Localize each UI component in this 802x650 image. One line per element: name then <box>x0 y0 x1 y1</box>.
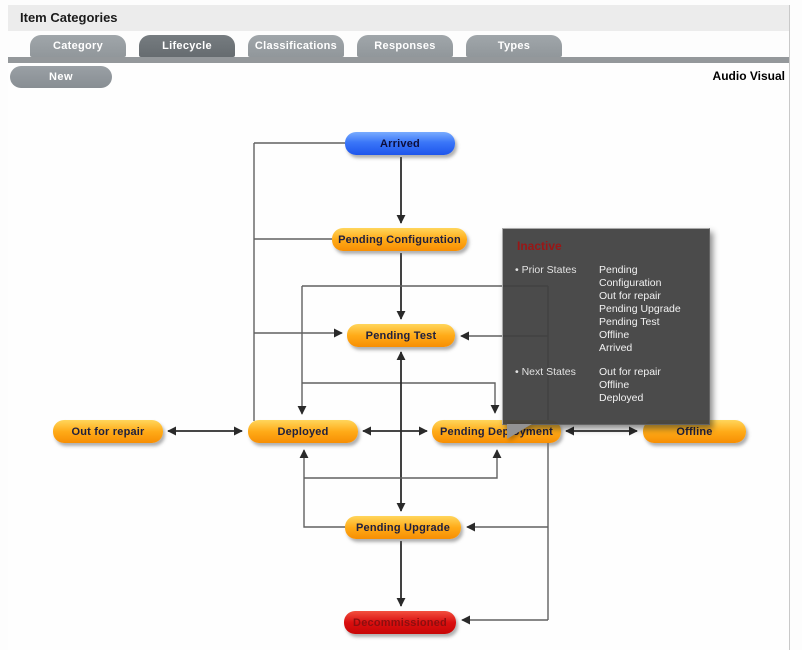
state-node-deployed[interactable]: Deployed <box>248 420 358 443</box>
state-node-arrived[interactable]: Arrived <box>345 132 455 155</box>
tooltip-state-item: Out for repair <box>599 366 661 378</box>
tooltip-title: Inactive <box>517 239 562 253</box>
tab-category[interactable]: Category <box>30 35 126 57</box>
state-node-offline[interactable]: Offline <box>643 420 746 443</box>
state-tooltip: Inactive • Prior States Pending Configura… <box>502 228 710 439</box>
tooltip-state-item: Offline <box>599 329 630 341</box>
tooltip-section-label: • Prior States <box>515 264 577 276</box>
state-node-out-for-repair[interactable]: Out for repair <box>53 420 163 443</box>
tab-types[interactable]: Types <box>466 35 562 57</box>
tab-bar: Category Lifecycle Classifications Response… <box>30 35 562 57</box>
page-header: Item Categories <box>8 5 789 31</box>
tooltip-state-item: Arrived <box>599 342 633 354</box>
page-title: Item Categories <box>20 10 118 25</box>
tab-responses[interactable]: Responses <box>357 35 453 57</box>
new-button[interactable]: New <box>10 66 112 88</box>
tooltip-tail-pointer <box>507 424 532 439</box>
tab-underline <box>8 57 789 63</box>
state-node-pending-configuration[interactable]: Pending Configuration <box>332 228 467 251</box>
tooltip-section-label: • Next States <box>515 366 576 378</box>
tooltip-state-item: Offline <box>599 379 630 391</box>
tooltip-state-item: Pending Configuration <box>599 264 662 289</box>
tooltip-state-item: Pending Test <box>599 316 660 328</box>
state-node-decommissioned[interactable]: Decommissioned <box>344 611 456 634</box>
tab-classifications[interactable]: Classifications <box>248 35 344 57</box>
tooltip-state-item: Pending Upgrade <box>599 303 681 315</box>
state-node-pending-test[interactable]: Pending Test <box>347 324 455 347</box>
tooltip-state-item: Deployed <box>599 392 644 404</box>
state-node-pending-upgrade[interactable]: Pending Upgrade <box>345 516 461 539</box>
tab-lifecycle[interactable]: Lifecycle <box>139 35 235 57</box>
panel-right-border <box>789 5 790 650</box>
category-name-label: Audio Visual <box>712 69 785 83</box>
tooltip-state-item: Out for repair <box>599 290 661 302</box>
